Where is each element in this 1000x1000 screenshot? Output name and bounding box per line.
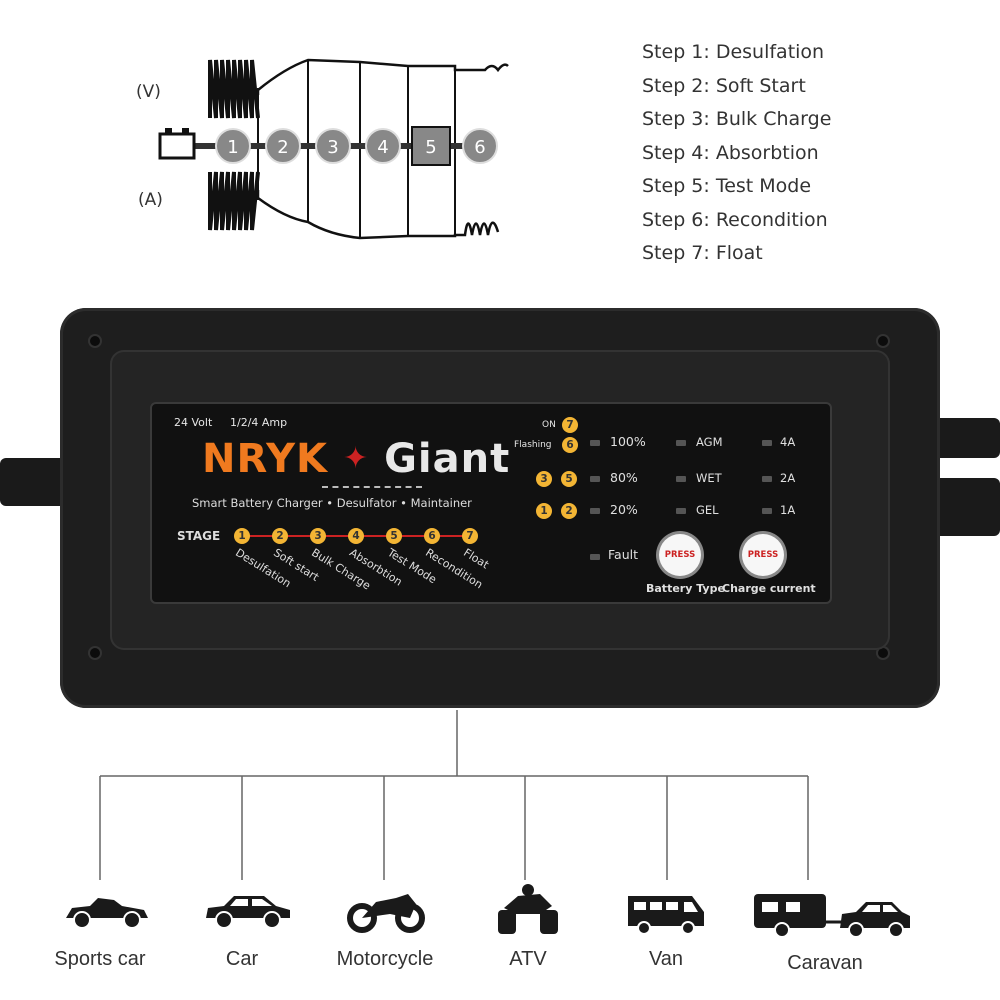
car-icon bbox=[206, 896, 290, 929]
vehicle-label-atv: ATV bbox=[509, 948, 547, 970]
stage-badge: 1 bbox=[234, 528, 250, 544]
stage-marker bbox=[315, 128, 351, 164]
flashing-badge: 6 bbox=[562, 437, 578, 453]
vehicle-label-car: Car bbox=[225, 948, 259, 970]
desulfation-pulses-top bbox=[208, 59, 260, 119]
brand-part2: Giant bbox=[384, 436, 511, 482]
screw bbox=[90, 336, 100, 346]
level-80: 80% bbox=[610, 470, 638, 485]
battery-type-button[interactable]: PRESS bbox=[659, 534, 701, 576]
brand-logo: NRYK ✦ Giant bbox=[202, 436, 510, 482]
right-cable-top bbox=[930, 418, 1000, 458]
stage-number: 4 bbox=[377, 137, 388, 158]
step-item: Step 2: Soft Start bbox=[642, 74, 806, 97]
screw bbox=[878, 648, 888, 658]
step-item: Step 3: Bulk Charge bbox=[642, 108, 832, 130]
flashing-label: Flashing bbox=[514, 440, 552, 450]
vehicle-label-sports-car: Sports car bbox=[54, 948, 146, 970]
stage-marker bbox=[365, 128, 401, 164]
on-badge: 7 bbox=[562, 417, 578, 433]
stage-badge: 5 bbox=[386, 528, 402, 544]
stage-number: 6 bbox=[474, 137, 485, 158]
on-label: ON bbox=[542, 420, 556, 430]
stage-number: 3 bbox=[327, 137, 338, 158]
type-led bbox=[676, 440, 686, 446]
tagline: Smart Battery Charger • Desulfator • Mai… bbox=[192, 496, 472, 510]
current-curve bbox=[256, 190, 500, 240]
vehicle-tree-connector bbox=[99, 710, 809, 880]
level-badge: 5 bbox=[561, 471, 577, 487]
stage-marker bbox=[462, 128, 498, 164]
amperage-text: 1/2/4 Amp bbox=[230, 416, 288, 429]
fault-label: Fault bbox=[608, 547, 638, 562]
voltage-axis-label: (V) bbox=[136, 82, 161, 102]
type-agm: AGM bbox=[696, 435, 723, 449]
stage-number: 2 bbox=[277, 137, 288, 158]
stage-badge: 7 bbox=[462, 528, 478, 544]
brand-part1: NRYK bbox=[202, 436, 329, 482]
desulfation-pulses-bottom bbox=[208, 171, 260, 231]
type-led bbox=[676, 476, 686, 482]
vehicle-label-caravan: Caravan bbox=[787, 952, 863, 974]
current-1a: 1A bbox=[780, 503, 796, 517]
step-item: Step 1: Desulfation bbox=[642, 41, 825, 63]
current-4a: 4A bbox=[780, 435, 796, 449]
caravan-icon bbox=[754, 894, 910, 938]
stage-badge: 6 bbox=[424, 528, 440, 544]
brand-underline bbox=[322, 486, 422, 494]
control-panel: 24 Volt 1/2/4 Amp NRYK ✦ Giant Smart Bat… bbox=[150, 402, 832, 604]
sports-car-icon bbox=[66, 898, 148, 929]
battery-type-label: Battery Type bbox=[646, 582, 725, 595]
type-wet: WET bbox=[696, 471, 722, 485]
level-badge: 3 bbox=[536, 471, 552, 487]
stage-number: 5 bbox=[425, 137, 436, 158]
vehicle-label-motorcycle: Motorcycle bbox=[336, 948, 434, 970]
level-20: 20% bbox=[610, 502, 638, 517]
charge-current-button[interactable]: PRESS bbox=[742, 534, 784, 576]
voltage-curve bbox=[256, 58, 509, 95]
step-item: Step 7: Float bbox=[642, 242, 763, 264]
level-led bbox=[590, 476, 600, 482]
charger-device: 24 Volt 1/2/4 Amp NRYK ✦ Giant Smart Bat… bbox=[0, 290, 1000, 720]
type-gel: GEL bbox=[696, 503, 719, 517]
stage-marker bbox=[265, 128, 301, 164]
current-axis-label: (A) bbox=[138, 190, 163, 210]
level-led bbox=[590, 440, 600, 446]
step-item: Step 6: Recondition bbox=[642, 208, 828, 231]
charge-current-label: Charge current bbox=[722, 582, 816, 595]
step-item: Step 5: Test Mode bbox=[642, 175, 812, 197]
van-icon bbox=[628, 896, 704, 935]
stage-badge: 2 bbox=[272, 528, 288, 544]
vehicle-label-van: Van bbox=[648, 948, 684, 970]
atv-icon bbox=[498, 884, 558, 934]
current-led bbox=[762, 440, 772, 446]
type-led bbox=[676, 508, 686, 514]
stage-badge: 3 bbox=[310, 528, 326, 544]
fault-led bbox=[590, 554, 600, 560]
level-badge: 1 bbox=[536, 503, 552, 519]
step-item: Step 4: Absorbtion bbox=[642, 141, 819, 164]
brand-star-icon: ✦ bbox=[343, 441, 370, 476]
level-100: 100% bbox=[610, 434, 646, 449]
current-led bbox=[762, 508, 772, 514]
level-badge: 2 bbox=[561, 503, 577, 519]
current-2a: 2A bbox=[780, 471, 796, 485]
motorcycle-icon bbox=[347, 894, 425, 933]
screw bbox=[878, 336, 888, 346]
stage-number: 1 bbox=[227, 137, 238, 158]
screw bbox=[90, 648, 100, 658]
right-cable-bottom bbox=[930, 478, 1000, 536]
stage-marker bbox=[411, 126, 451, 166]
voltage-text: 24 Volt bbox=[174, 416, 213, 429]
stage-label: STAGE bbox=[177, 529, 221, 543]
battery-icon bbox=[158, 128, 196, 160]
level-led bbox=[590, 508, 600, 514]
stage-marker bbox=[215, 128, 251, 164]
stage-badge: 4 bbox=[348, 528, 364, 544]
current-led bbox=[762, 476, 772, 482]
steps-list: Step 1: Desulfation Step 2: Soft Start S… bbox=[642, 38, 902, 273]
charging-stage-diagram: 1 2 3 4 5 6 bbox=[158, 58, 509, 240]
